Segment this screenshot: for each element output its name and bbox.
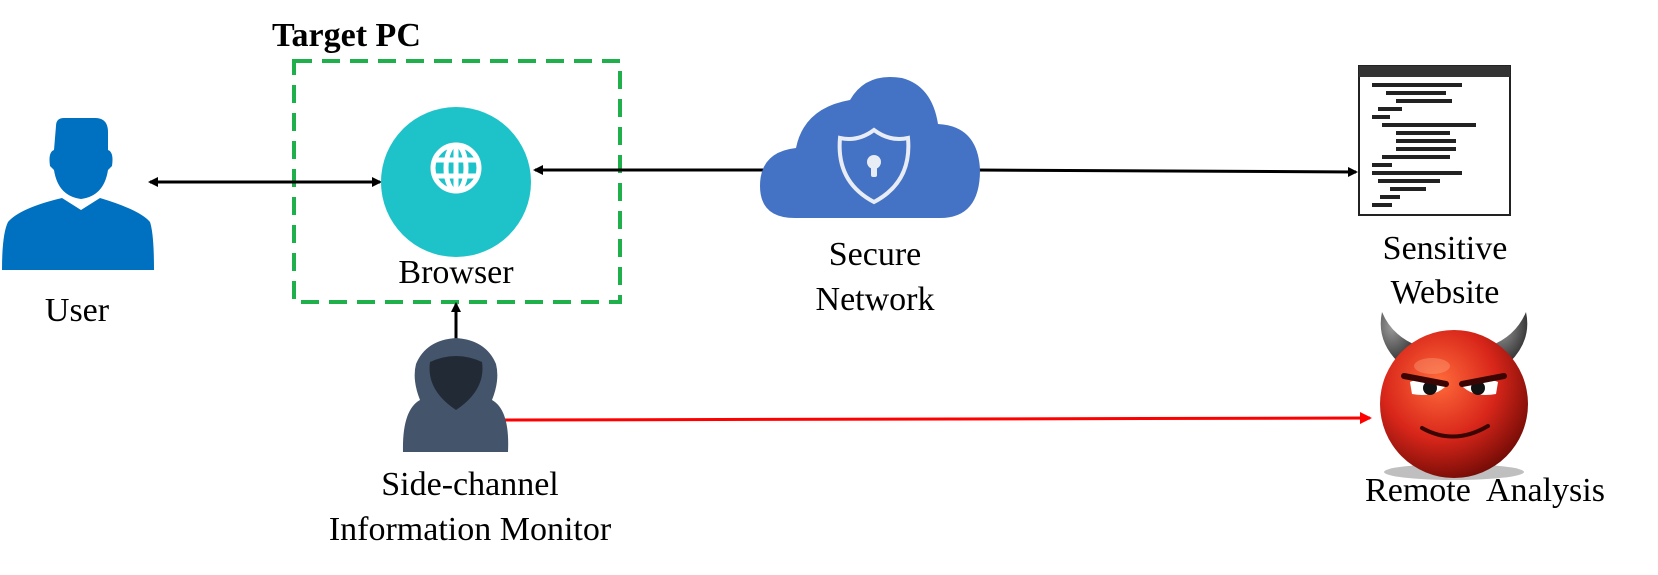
- network-label-line2: Network: [815, 281, 935, 318]
- hooded-hacker-icon: [402, 338, 509, 452]
- devil-face-icon: [1380, 312, 1528, 480]
- network-website-arrow: [974, 166, 1358, 177]
- network-label-line1: Secure: [828, 236, 922, 273]
- code-document-icon: [1358, 65, 1511, 216]
- browser-label: Browser: [398, 254, 514, 291]
- monitor-label-line2: Information Monitor: [328, 511, 612, 548]
- globe-icon: [381, 107, 531, 257]
- target-pc-title: Target PC: [272, 17, 421, 54]
- leak-arrow: [501, 412, 1372, 425]
- website-label-line2: Website: [1390, 274, 1500, 311]
- user-label: User: [44, 292, 110, 329]
- remote-analysis-label: Remote Analysis: [1365, 472, 1605, 509]
- shield-lock-cloud-icon: [760, 76, 980, 218]
- monitor-label-line1: Side-channel: [381, 466, 559, 503]
- website-label-line1: Sensitive: [1382, 230, 1508, 267]
- user-silhouette-icon: [2, 118, 154, 270]
